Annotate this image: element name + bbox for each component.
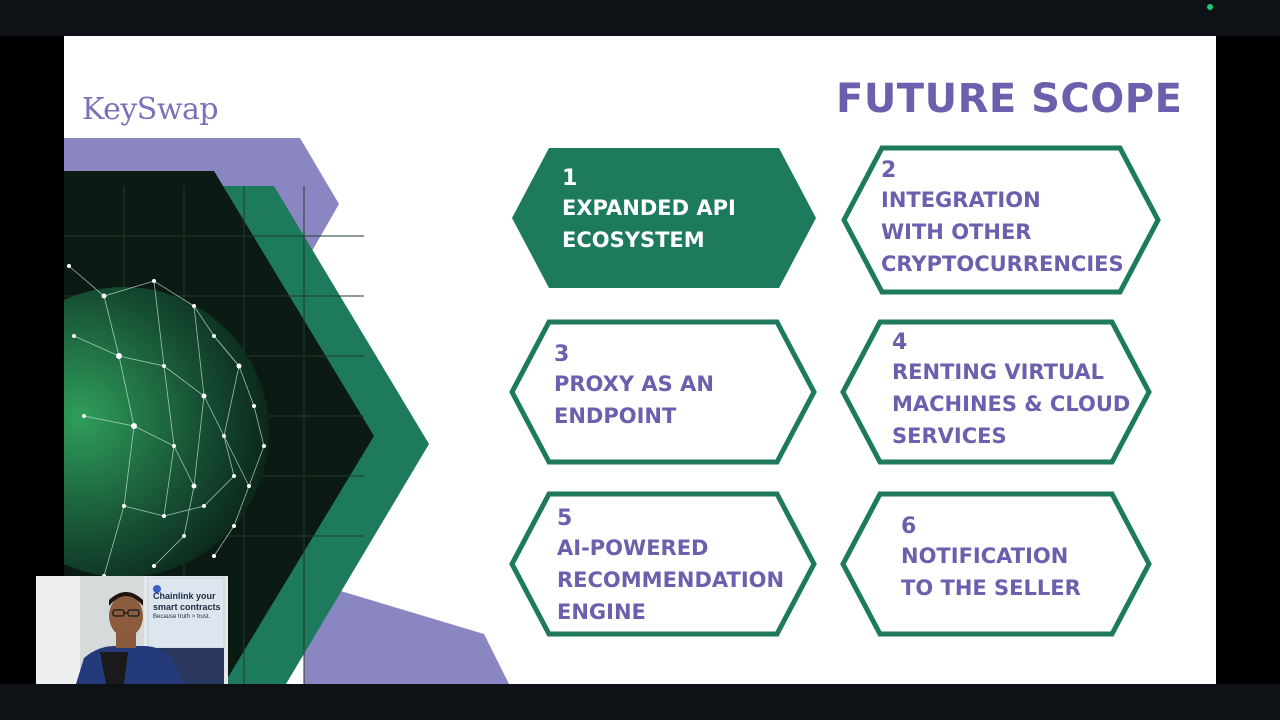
card-4-number: 4 [892, 330, 908, 355]
poster-line: smart contracts [153, 602, 221, 612]
card-3-line: ENDPOINT [554, 404, 677, 428]
poster-logo-icon [153, 585, 161, 593]
card-5-line: AI-POWERED [557, 536, 709, 560]
card-5-line: RECOMMENDATION [557, 568, 785, 592]
card-1-shape [512, 148, 816, 288]
card-3-line: PROXY AS AN [554, 372, 714, 396]
card-1-line: ECOSYSTEM [562, 228, 705, 252]
card-4-line: RENTING VIRTUAL [892, 360, 1105, 384]
webcam-scene [36, 576, 228, 684]
card-6-shape [840, 491, 1152, 637]
top-bar [0, 0, 1280, 36]
card-4-line: MACHINES & CLOUD [892, 392, 1131, 416]
card-3-number: 3 [554, 342, 570, 367]
card-4-line: SERVICES [892, 424, 1007, 448]
person-face [109, 595, 143, 637]
card-3-text: 3 PROXY AS AN ENDPOINT [554, 342, 714, 432]
card-5-shape [509, 491, 817, 637]
card-2-text: 2 INTEGRATION WITH OTHER CRYPTOCURRENCIE… [881, 158, 1124, 280]
right-letterbox [1216, 36, 1280, 684]
card-6-number: 6 [901, 514, 917, 539]
card-4-shape [840, 319, 1152, 465]
poster-line: Because truth > trust. [153, 614, 211, 620]
card-2-number: 2 [881, 158, 897, 183]
slide-title: FUTURE SCOPE [836, 76, 1183, 122]
card-2-line: CRYPTOCURRENCIES [881, 252, 1124, 276]
card-1-line: EXPANDED API [562, 196, 736, 220]
presentation-slide: KeySwap FUTURE SCOPE 1 EXPANDED API ECOS… [64, 36, 1216, 684]
globe [64, 287, 269, 577]
poster-line: Chainlink your [153, 591, 216, 601]
bottom-bar [0, 684, 1280, 720]
card-5-text: 5 AI-POWERED RECOMMENDATION ENGINE [557, 506, 784, 628]
card-6-text: 6 NOTIFICATION TO THE SELLER [901, 514, 1081, 604]
card-4-text: 4 RENTING VIRTUAL MACHINES & CLOUD SERVI… [892, 330, 1130, 452]
card-2-line: INTEGRATION [881, 188, 1041, 212]
card-2-line: WITH OTHER [881, 220, 1032, 244]
card-6-line: NOTIFICATION [901, 544, 1069, 568]
poster-text: Chainlink your smart contracts Because t… [153, 591, 221, 622]
card-3-shape [509, 319, 817, 465]
card-5-number: 5 [557, 506, 573, 531]
card-2-shape [841, 145, 1161, 295]
card-1-number: 1 [562, 166, 578, 191]
card-6-line: TO THE SELLER [901, 576, 1081, 600]
lavender-band-bottom [304, 580, 509, 684]
card-1-text: 1 EXPANDED API ECOSYSTEM [562, 166, 736, 256]
keyswap-logo: KeySwap [82, 92, 219, 127]
status-dot-icon [1207, 4, 1213, 10]
network-nodes [67, 264, 266, 578]
webcam-video[interactable]: Chainlink your smart contracts Because t… [36, 576, 228, 684]
card-5-line: ENGINE [557, 600, 646, 624]
globe-graphic [64, 138, 1161, 684]
